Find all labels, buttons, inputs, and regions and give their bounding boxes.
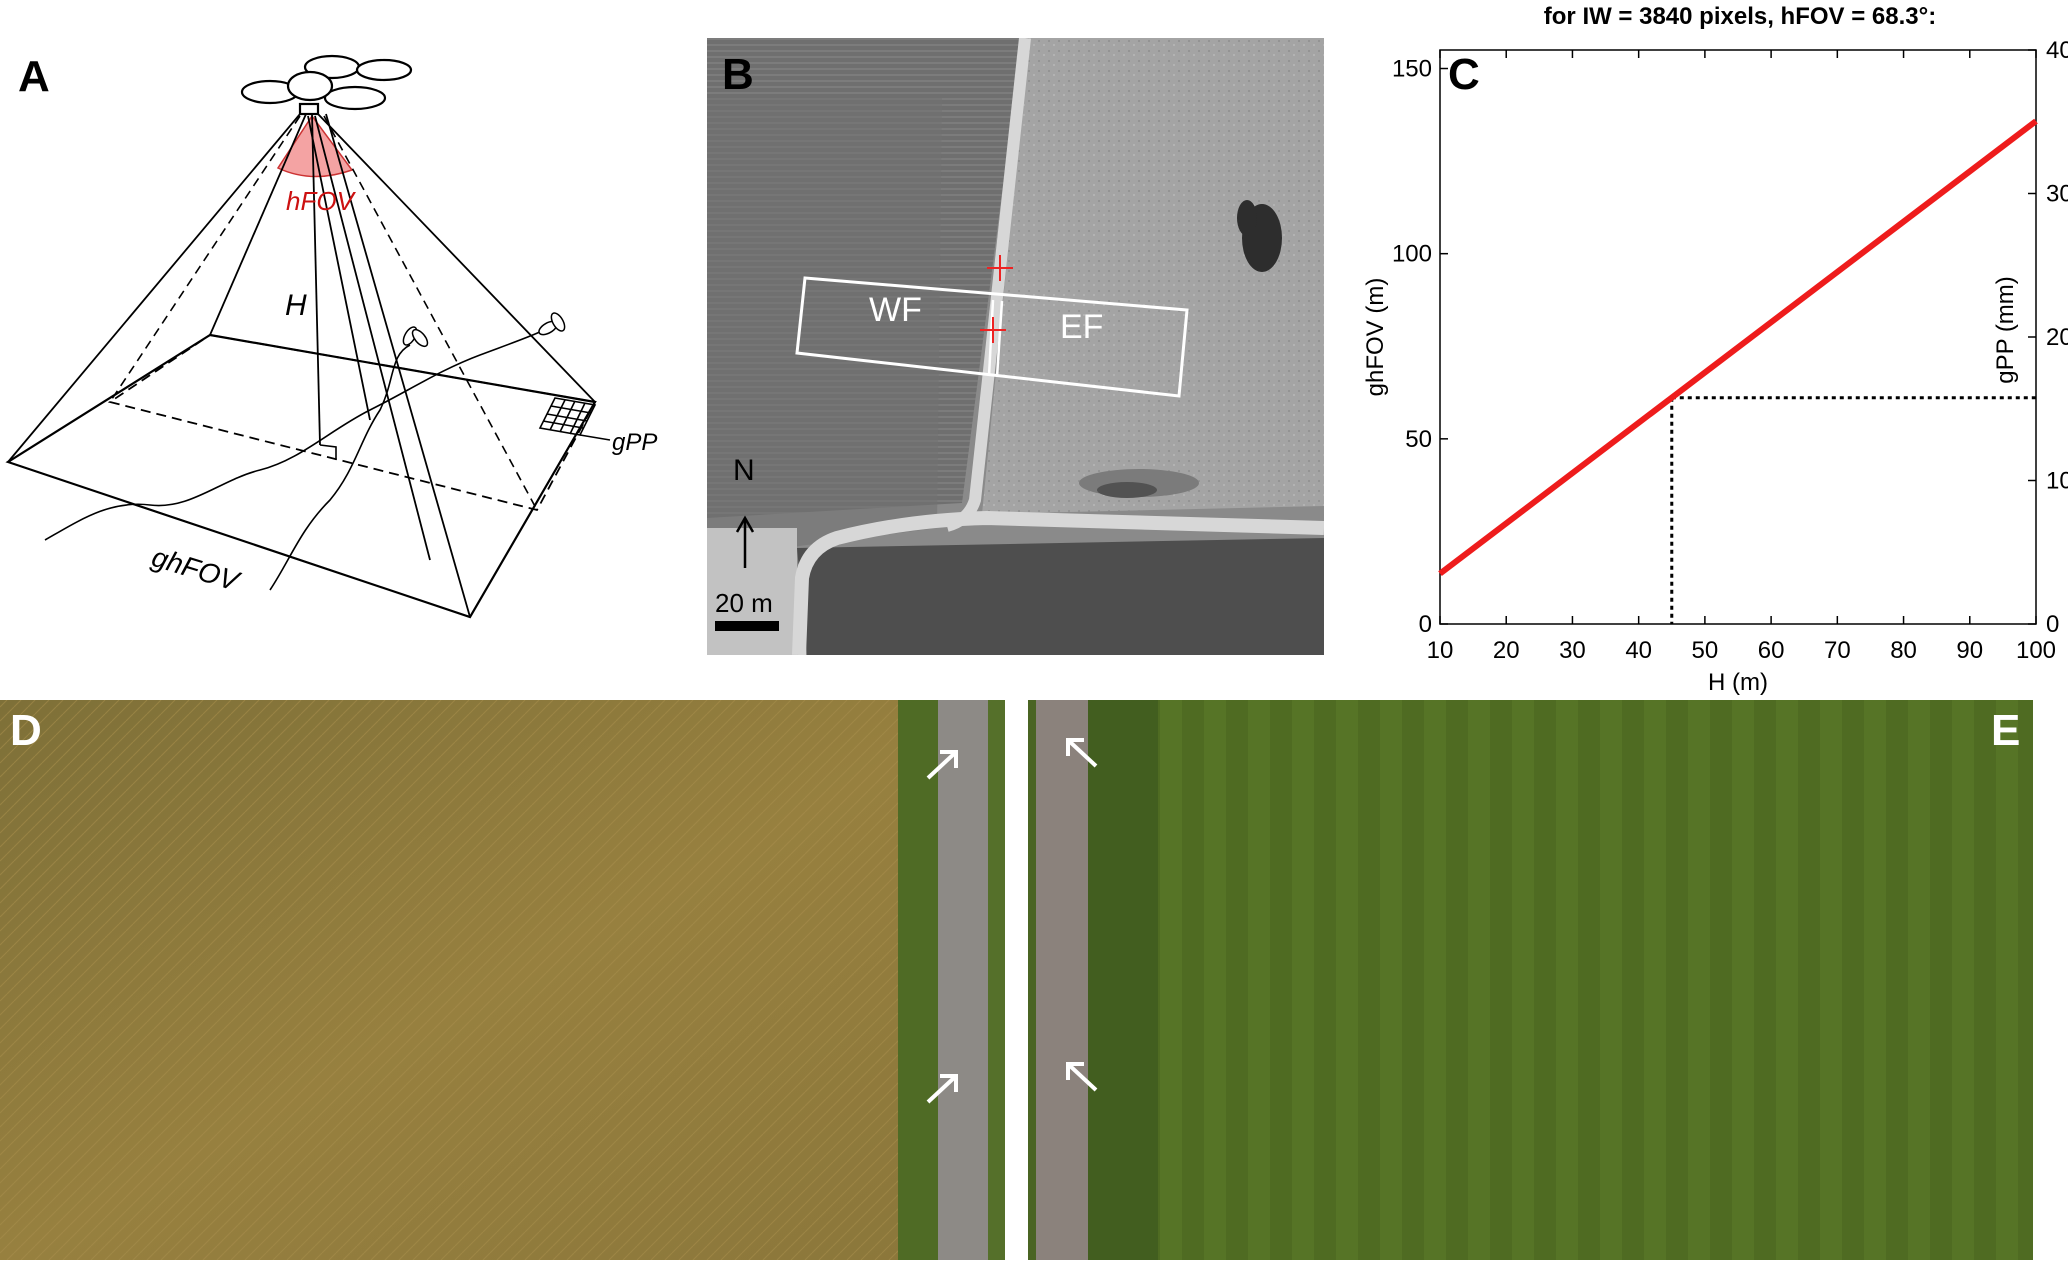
x-axis-label: H (m) (1708, 669, 1768, 696)
panel-label-d: D (10, 706, 42, 755)
y-tick-label: 100 (1392, 241, 1432, 268)
y2-axis-label: gPP (mm) (1992, 276, 2019, 384)
y-axis-label: ghFOV (m) (1362, 278, 1389, 397)
x-tick-label: 50 (1692, 637, 1719, 664)
road (1036, 700, 1088, 1260)
wf-label: WF (869, 291, 922, 329)
y2-tick-label: 40 (2046, 37, 2068, 64)
panel-b: WF EF N 20 m B (707, 37, 1325, 656)
north-label: N (733, 454, 755, 487)
x-tick-label: 90 (1956, 637, 1983, 664)
series-line (1438, 118, 2038, 577)
x-tick-label: 60 (1758, 637, 1785, 664)
schematic-diagram: hFOV H gPP ghFOV (5, 54, 657, 619)
y-tick-label: 0 (1419, 611, 1432, 638)
study-area-outline (795, 276, 1189, 398)
x-tick-label: 20 (1493, 637, 1520, 664)
panel-label-e: E (1991, 706, 2021, 755)
panel-label-b: B (722, 50, 754, 99)
sample-point-markers (980, 255, 1013, 343)
gpp-label: gPP (612, 429, 657, 456)
y-tick-label: 50 (1405, 426, 1432, 453)
y-tick-label: 150 (1392, 56, 1432, 83)
panel-d: D (0, 700, 1005, 1260)
road (938, 700, 988, 1260)
panel-e: E (1028, 700, 2033, 1260)
x-tick-label: 100 (2016, 637, 2056, 664)
panel-label-c: C (1448, 50, 1480, 99)
y2-tick-label: 20 (2046, 324, 2068, 351)
height-label: H (285, 289, 307, 322)
x-tick-label: 30 (1559, 637, 1586, 664)
x-tick-label: 40 (1625, 637, 1652, 664)
field-photo-e (1028, 700, 2033, 1260)
y2-tick-label: 10 (2046, 468, 2068, 495)
chart-title: for IW = 3840 pixels, hFOV = 68.3°: (1544, 3, 1936, 30)
hfov-label: hFOV (286, 186, 357, 216)
plot-area (1439, 49, 2037, 625)
north-arrow-icon (735, 515, 755, 568)
drone-icon (240, 54, 413, 116)
aerial-map: WF EF N 20 m (707, 37, 1325, 656)
arrow-icon (926, 750, 958, 1104)
x-tick-label: 80 (1890, 637, 1917, 664)
scale-label: 20 m (715, 588, 773, 618)
arrow-icon (1066, 738, 1098, 1092)
field-photo-d (0, 700, 1005, 1260)
gpp-grid (538, 397, 611, 441)
road-ew (792, 510, 1325, 656)
panel-a: hFOV H gPP ghFOV A (0, 0, 680, 660)
ghfov-label: ghFOV (148, 541, 244, 597)
panel-label-a: A (18, 52, 50, 101)
y2-tick-label: 30 (2046, 181, 2068, 208)
y2-tick-label: 0 (2046, 611, 2059, 638)
scale-bar (715, 621, 779, 631)
x-tick-label: 10 (1427, 637, 1454, 664)
ef-label: EF (1060, 308, 1103, 346)
x-tick-label: 70 (1824, 637, 1851, 664)
